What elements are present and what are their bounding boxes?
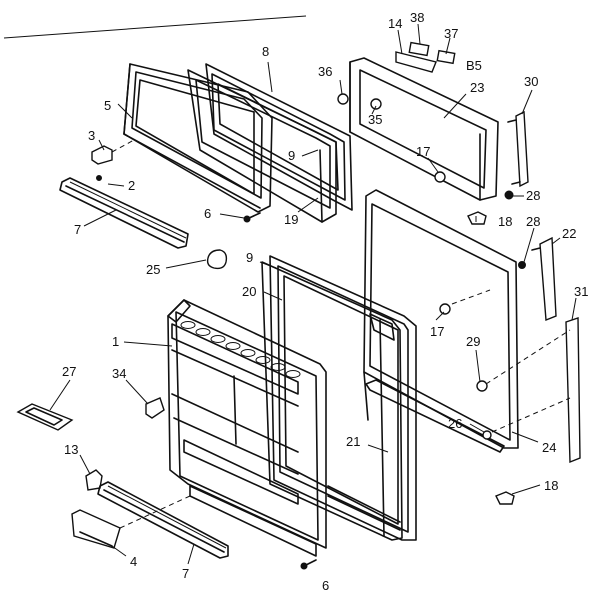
- callout-5: 5: [104, 98, 111, 113]
- callout-17-lower: 17: [430, 324, 444, 339]
- clip-part-34: [145, 397, 165, 419]
- callout-28-lower: 28: [526, 214, 540, 229]
- callout-3: 3: [88, 128, 95, 143]
- assembly-line-1: [451, 289, 491, 305]
- screw-part-6-upper: [243, 212, 261, 223]
- plug-part-35: [370, 98, 382, 110]
- trim-strip-lower: [97, 481, 229, 559]
- callout-25: 25: [146, 262, 160, 277]
- hinge-block-part-3: [91, 139, 135, 165]
- screw-part-6-lower: [300, 559, 317, 570]
- hinge-pin-part-17-lower: [439, 303, 451, 315]
- freezer-door-frame: [349, 51, 499, 201]
- callout-2: 2: [128, 178, 135, 193]
- screw-part-28-lower: [518, 261, 526, 269]
- assembly-line-3: [491, 397, 571, 433]
- screw-part-28-upper: [504, 190, 514, 200]
- callout-9-lower: 9: [246, 250, 253, 265]
- callout-21: 21: [346, 434, 360, 449]
- foot-part-18-upper: [467, 211, 487, 225]
- callout-13: 13: [64, 442, 78, 457]
- hinge-pin-part-17-upper: [434, 171, 446, 183]
- callout-22: 22: [562, 226, 576, 241]
- assembly-line-2: [485, 329, 571, 385]
- callout-23: 23: [470, 80, 484, 95]
- screw-part-26: [482, 430, 492, 440]
- callout-7-upper: 7: [74, 222, 81, 237]
- callout-36: 36: [318, 64, 332, 79]
- label-part-38: [408, 41, 430, 57]
- callout-B5: B5: [466, 58, 482, 73]
- callout-labels: 1 2 3 4 5 6 6 7 7 8 9 9 13 14 17 17 18 1…: [62, 10, 588, 593]
- callout-6-lower: 6: [322, 578, 329, 593]
- callout-4: 4: [130, 554, 137, 569]
- callout-26: 26: [448, 416, 462, 431]
- fresh-food-door-liner: [167, 299, 327, 557]
- fresh-food-door-outer: [261, 261, 403, 541]
- callout-8: 8: [262, 44, 269, 59]
- callout-24: 24: [542, 440, 556, 455]
- callout-6-upper: 6: [204, 206, 211, 221]
- callout-18-upper: 18: [498, 214, 512, 229]
- grommet-part-29: [476, 380, 488, 392]
- callout-38: 38: [410, 10, 424, 25]
- callout-20: 20: [242, 284, 256, 299]
- button-part-25: [206, 249, 228, 270]
- callout-17-upper: 17: [416, 144, 430, 159]
- foot-part-18-lower: [495, 491, 515, 505]
- callout-37: 37: [444, 26, 458, 41]
- callout-7-lower: 7: [182, 566, 189, 581]
- callout-9-upper: 9: [288, 148, 295, 163]
- callout-30: 30: [524, 74, 538, 89]
- callout-31: 31: [574, 284, 588, 299]
- freezer-door-outer: [187, 69, 337, 223]
- leader-lines: [49, 23, 577, 565]
- trim-strip-upper: [59, 177, 189, 249]
- callout-35: 35: [368, 112, 382, 127]
- plug-part-36: [337, 93, 349, 105]
- callout-14: 14: [388, 16, 402, 31]
- handle-part-30: [507, 110, 529, 188]
- callout-28-upper: 28: [526, 188, 540, 203]
- fresh-food-door-gasket: [269, 255, 417, 541]
- callout-34: 34: [112, 366, 126, 381]
- tray-part-27: [16, 403, 74, 431]
- callout-27: 27: [62, 364, 76, 379]
- fresh-food-door-frame: [363, 189, 519, 453]
- callout-29: 29: [466, 334, 480, 349]
- screw-part-2: [96, 175, 102, 181]
- trim-part-31: [565, 317, 581, 464]
- hinge-block-part-13: [85, 469, 103, 491]
- bracket-part-4: [71, 495, 191, 549]
- callout-18-lower: 18: [544, 478, 558, 493]
- handle-part-22: [531, 236, 557, 322]
- callout-1: 1: [112, 334, 119, 349]
- scan-edge-line: [3, 15, 307, 39]
- callout-19: 19: [284, 212, 298, 227]
